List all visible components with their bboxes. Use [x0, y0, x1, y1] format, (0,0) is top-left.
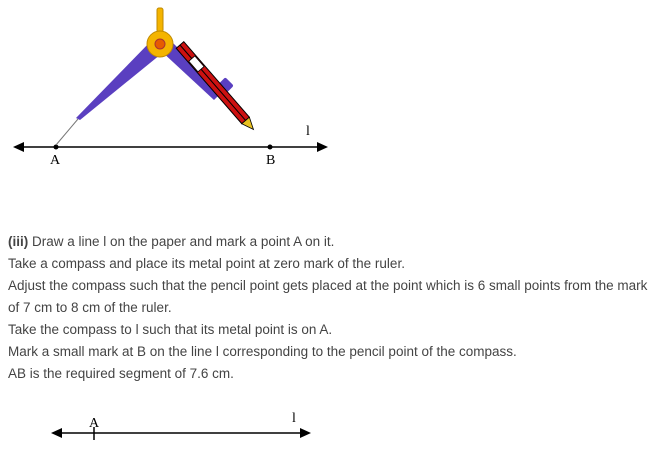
- compass-handle: [156, 7, 164, 33]
- compass-metal-leg: [76, 40, 166, 120]
- segment-figure: A l: [51, 411, 311, 440]
- left-arrowhead: [13, 142, 24, 152]
- step-line-2: Take a compass and place its metal point…: [8, 256, 405, 271]
- line-l-label-bottom: l: [292, 411, 296, 426]
- step-line-1: (iii) Draw a line l on the paper and mar…: [8, 231, 650, 253]
- compass-icon: [55, 7, 255, 146]
- point-b-label: B: [266, 153, 275, 168]
- compass-hinge-center: [154, 38, 166, 50]
- step-line-1-text: Draw a line l on the paper and mark a po…: [28, 234, 335, 249]
- point-b-dot: [267, 144, 273, 150]
- construction-steps: (iii) Draw a line l on the paper and mar…: [8, 231, 650, 385]
- step-number: (iii): [8, 234, 29, 249]
- step-line-6: AB is the required segment of 7.6 cm.: [8, 366, 234, 381]
- point-a-label: A: [50, 153, 61, 168]
- compass-needle: [55, 118, 79, 146]
- pencil-icon: [175, 41, 255, 131]
- step-line-5: Mark a small mark at B on the line l cor…: [8, 344, 517, 359]
- left-arrowhead-bottom: [51, 428, 62, 438]
- point-a-dot: [53, 144, 59, 150]
- step-line-4: Take the compass to l such that its meta…: [8, 322, 333, 337]
- compass-construction-figure: A B l: [13, 7, 328, 168]
- point-a-label-bottom: A: [89, 416, 100, 431]
- right-arrowhead: [317, 142, 328, 152]
- step-line-3: Adjust the compass such that the pencil …: [8, 278, 648, 315]
- compass-pencil-leg: [160, 42, 222, 100]
- right-arrowhead-bottom: [300, 428, 311, 438]
- line-l-label: l: [306, 124, 310, 139]
